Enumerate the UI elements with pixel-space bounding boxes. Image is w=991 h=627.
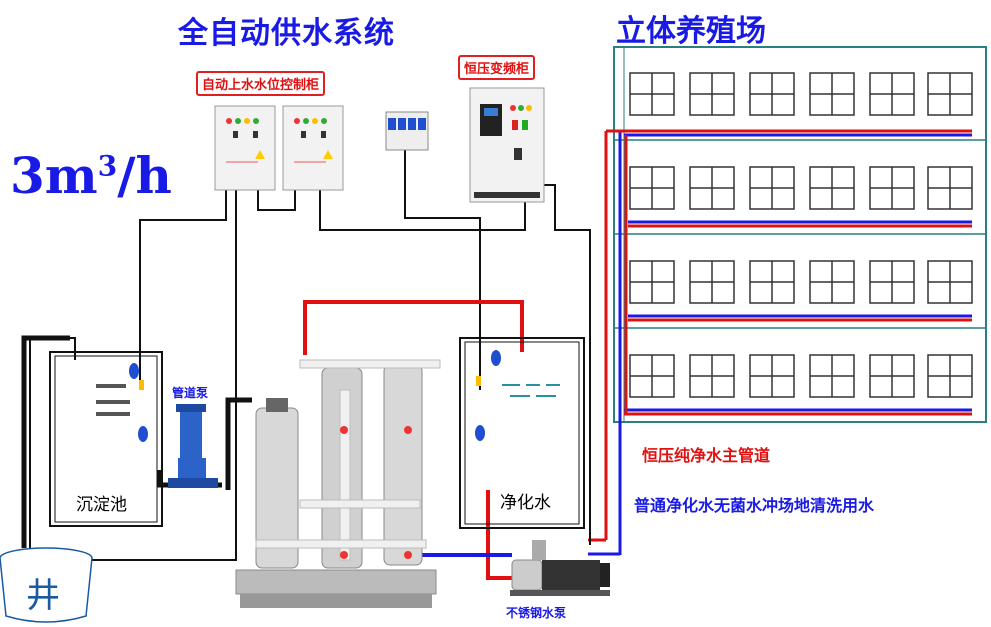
sediment-tank-label: 沉淀池 [76,495,127,515]
farm-window [869,354,915,398]
farm-window [629,354,675,398]
purified-water-label: 净化水 [500,493,551,513]
farm-building [613,46,987,423]
farm-window [689,354,735,398]
sediment-tank [49,351,163,527]
purified-water-tank [459,337,585,529]
farm-window [927,72,973,116]
well [0,547,93,623]
stainless-pump-label: 不锈钢水泵 [506,606,567,620]
flow-rate-sup: 3 [97,149,118,183]
farm-window [689,72,735,116]
purified-pipe [303,300,524,580]
filtration-equipment [235,359,441,608]
farm-window [927,354,973,398]
farm-window [749,166,795,210]
farm-window [809,354,855,398]
farm-window [749,72,795,116]
level-control-cabinet-2 [282,105,344,191]
floor-pipes [588,129,972,556]
vfd-cabinet [469,87,545,203]
well-label: 井 [26,576,60,616]
flow-rate-value: 3m [10,146,98,205]
farm-window [749,260,795,304]
farm-window [749,354,795,398]
farm-window [689,260,735,304]
farm-window [629,260,675,304]
farm-windows [629,72,973,398]
pipeline-pump-label: 管道泵 [172,386,209,400]
level-cabinet-tag: 自动上水水位控制柜 [196,71,326,96]
farm-window [869,72,915,116]
farm-window [809,166,855,210]
farm-window [809,72,855,116]
usage-note: 普通净化水无菌水冲场地清洗用水 [634,496,875,515]
farm-window [927,260,973,304]
level-control-cabinet-1 [214,105,276,191]
farm-window [629,166,675,210]
circuit-breaker [385,111,429,151]
farm-window [689,166,735,210]
vfd-cabinet-tag: 恒压变频柜 [458,55,536,80]
farm-window [869,260,915,304]
farm-window [629,72,675,116]
pipeline-pump [168,404,218,488]
flow-rate: 3m3/h [10,146,172,205]
main-pipe-label: 恒压纯净水主管道 [642,446,771,465]
farm-title: 立体养殖场 [616,14,766,49]
flow-rate-unit: /h [117,146,172,205]
farm-window [927,166,973,210]
system-title: 全自动供水系统 [178,16,395,51]
stainless-pump [510,540,610,596]
farm-window [809,260,855,304]
farm-window [869,166,915,210]
